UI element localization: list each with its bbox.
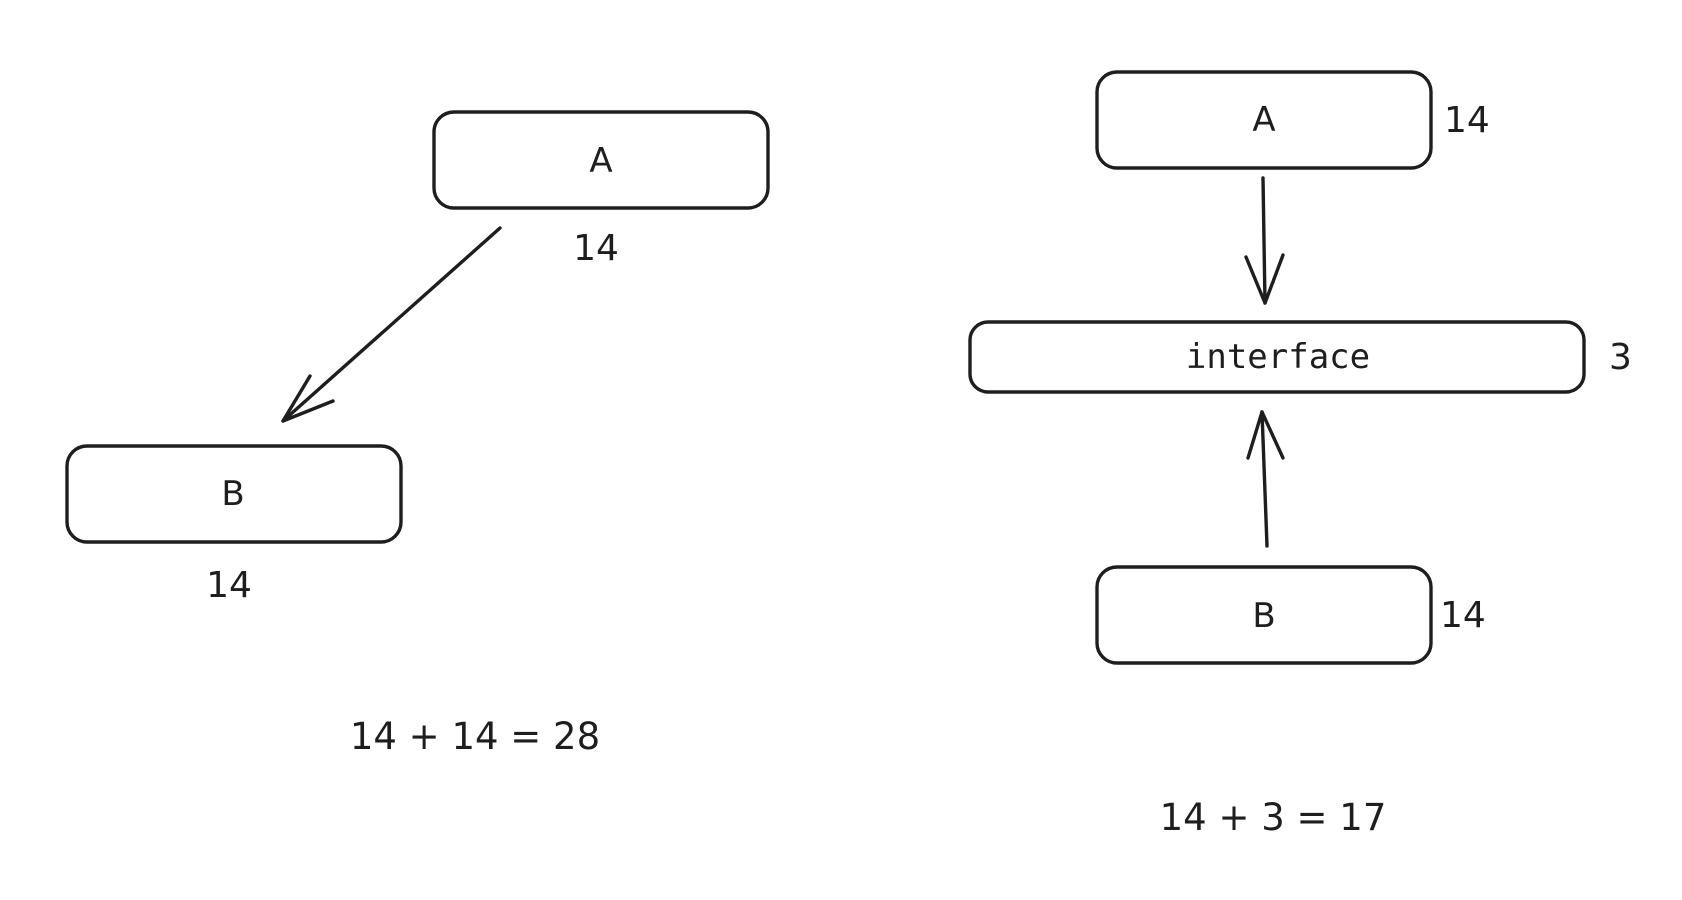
right-node-a-box <box>1095 70 1433 170</box>
left-node-b-box <box>65 444 403 544</box>
left-diagram: A 14 B 14 14 + 14 = 28 <box>65 110 770 758</box>
right-bottom-arrow <box>1260 410 1269 548</box>
interface-count: 3 <box>1609 337 1632 378</box>
interface-box <box>968 320 1586 394</box>
left-node-a-label: A <box>589 141 612 181</box>
interface-label: interface <box>1186 337 1370 377</box>
left-node-a-count: 14 <box>573 228 619 269</box>
left-node-b-count: 14 <box>206 565 252 606</box>
left-node-b-label: B <box>221 474 244 514</box>
left-formula: 14 + 14 = 28 <box>350 715 600 758</box>
right-node-a-count: 14 <box>1444 100 1490 141</box>
right-top-arrowhead <box>1244 253 1285 305</box>
left-node-a-box <box>432 110 770 210</box>
left-dependency-arrow <box>281 226 502 423</box>
right-bottom-arrowhead <box>1246 410 1285 460</box>
right-diagram: A 14 interface 3 B 14 14 + 3 = 17 <box>968 70 1632 839</box>
left-arrowhead <box>281 374 335 423</box>
right-node-b-count: 14 <box>1440 595 1486 636</box>
right-node-b-box <box>1095 565 1433 665</box>
right-node-b-label: B <box>1252 596 1275 636</box>
right-top-arrow <box>1261 176 1267 305</box>
right-formula: 14 + 3 = 17 <box>1160 796 1387 839</box>
right-node-a-label: A <box>1252 100 1275 140</box>
